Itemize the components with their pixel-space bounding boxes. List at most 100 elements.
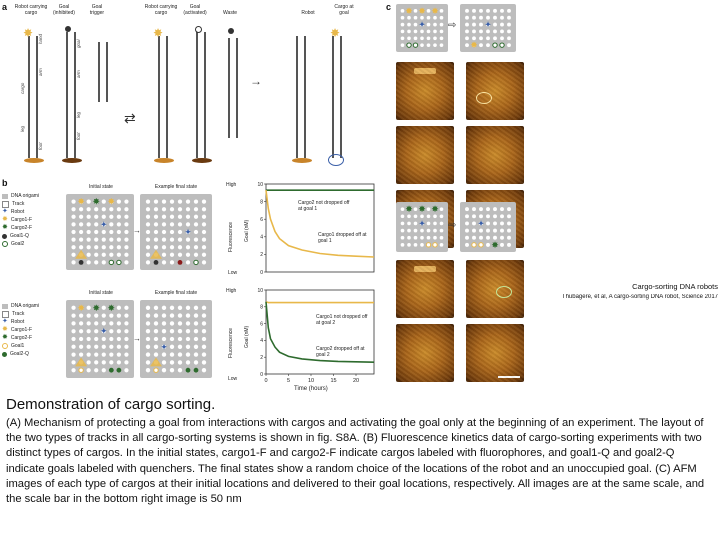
final-state-label-top: Example final state [154, 184, 198, 190]
caption-title: Demonstration of cargo sorting. [6, 396, 216, 413]
track-site [407, 243, 411, 247]
track-site [101, 344, 106, 349]
track-site [201, 368, 207, 373]
track-site [472, 235, 476, 240]
track-site [71, 222, 76, 227]
header-goal-trigger: Goal trigger [89, 4, 105, 16]
cargo2-icon: ✸ [405, 204, 413, 214]
track-site [201, 321, 207, 326]
scale-bar [498, 376, 520, 378]
track-site [433, 36, 437, 41]
track-site [94, 360, 99, 365]
track-site [185, 313, 191, 318]
track-site [507, 43, 511, 48]
cargo1-icon: ✸ [470, 40, 478, 50]
goal2-icon [185, 367, 191, 373]
track-site [109, 245, 114, 250]
header-goal-activated: Goal (activated) [183, 4, 207, 16]
track-site [479, 36, 483, 41]
track-site [439, 9, 444, 13]
track-site [86, 214, 91, 219]
final-state-label-bottom: Example final state [154, 290, 198, 296]
track-site [465, 242, 469, 247]
track-site [101, 252, 106, 257]
cargo2-icon: ✸ [431, 204, 439, 214]
track-site [86, 321, 91, 326]
track-site [407, 207, 411, 211]
track-site [420, 221, 424, 226]
panel-c: c ✸✸✸✦ ⇨ ✦✸ ✸✸✸✦ ⇨ ✦✸ Cargo-sorting DNA … [384, 0, 720, 400]
afm-image-7 [396, 260, 454, 318]
header-goal-inhibited: Goal (inhibited) [53, 4, 75, 16]
track-site [439, 43, 444, 47]
panel-a-label: a [2, 2, 8, 12]
track-site [109, 199, 114, 204]
ylabel-top: Fluorescence [228, 221, 234, 252]
track-site [472, 214, 476, 219]
robot-icon: ✦ [477, 218, 485, 228]
track-site [465, 221, 469, 226]
track-site [101, 222, 106, 227]
track-site [124, 336, 129, 342]
track-site [109, 344, 114, 349]
header-waste: Waste [223, 10, 237, 16]
track-site [185, 199, 191, 204]
series-line [265, 301, 375, 363]
track-site [472, 221, 476, 226]
track-site [400, 207, 405, 211]
track-site [161, 245, 167, 250]
track-site [124, 207, 129, 212]
track-site [193, 222, 199, 227]
track-site [145, 344, 151, 349]
track-site [500, 228, 504, 233]
track-site [439, 36, 444, 41]
track-site [169, 305, 175, 310]
track-site [400, 15, 405, 20]
track-site [465, 22, 469, 27]
track-swatch [2, 200, 9, 208]
xlabel-bottom: Time (hours) [294, 386, 328, 392]
track-site [177, 344, 183, 349]
track-site [116, 321, 122, 326]
track-site [507, 15, 511, 20]
track-site [86, 252, 91, 257]
track-site [201, 352, 207, 357]
goal-icon [432, 242, 438, 248]
afm-image-10 [466, 324, 524, 382]
goal1-icon [153, 367, 159, 373]
afm-image-5 [466, 126, 524, 184]
robot-icon: ✦ [418, 20, 426, 30]
track-site [71, 368, 76, 373]
track-site [407, 22, 411, 27]
cargo1-icon: ✸ [108, 197, 116, 207]
track-site [109, 214, 114, 219]
track-site [177, 352, 183, 357]
track-site [101, 329, 106, 334]
cargo1-swatch-icon: ✸ [2, 216, 8, 223]
track-site [185, 360, 191, 365]
track-site [109, 229, 114, 235]
track-site [177, 252, 183, 257]
header-robot: Robot [301, 10, 315, 16]
track-site [169, 313, 175, 318]
track-site [193, 329, 199, 334]
robot-icon: ✦ [484, 20, 492, 30]
goal1-swatch-icon [2, 233, 7, 239]
track-site [169, 214, 175, 219]
afm-image-2 [396, 126, 454, 184]
track-site [153, 336, 159, 342]
initial-state-label-bottom: Initial state [89, 290, 113, 296]
track-site [185, 252, 191, 257]
track-site [493, 242, 497, 247]
track-site [161, 229, 167, 235]
robot-icon: ✦ [100, 219, 108, 229]
cargo-at-goal-star-icon: ✸ [330, 26, 341, 40]
x-tick-label: 20 [353, 378, 359, 384]
goal2-swatch-icon [2, 351, 7, 357]
track-site [486, 29, 490, 34]
track-site [177, 229, 183, 235]
track-site [145, 336, 151, 342]
track-site [486, 8, 490, 13]
header-robot-carrying-cargo-1: Robot carrying cargo [14, 4, 48, 16]
initial-state-label-top: Initial state [89, 184, 113, 190]
